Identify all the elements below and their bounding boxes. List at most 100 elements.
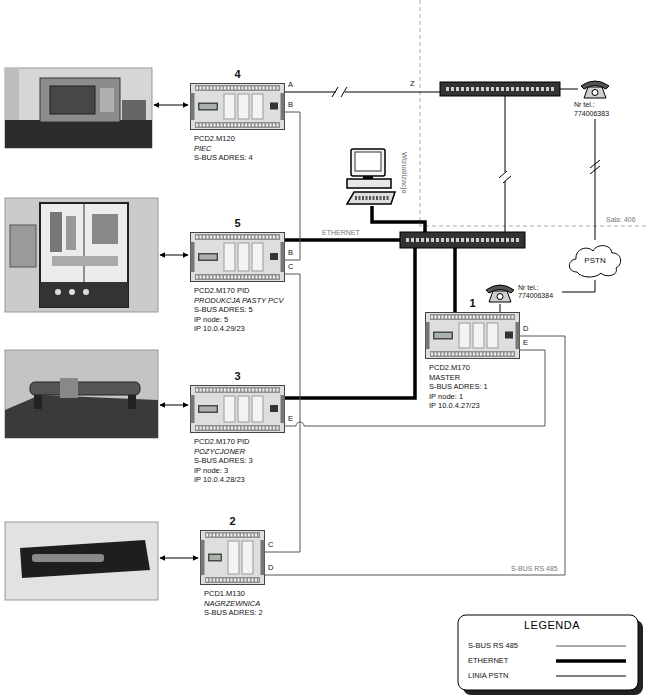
lcd-screen (200, 407, 217, 412)
device-body (191, 233, 285, 282)
cabinet-base (40, 282, 128, 307)
caption-block: PCD2.M170 PIDPRODUKCJA PASTY PCVS-BUS AD… (194, 286, 283, 334)
monitor-case (351, 149, 385, 176)
legend-line-sample (556, 658, 626, 664)
photo-frame (5, 522, 158, 600)
caption-block: PCD2.M120PIECS-BUS ADRES: 4 (194, 134, 253, 163)
legend-line-sample (556, 643, 626, 649)
pstn-line (562, 280, 595, 292)
terminal-strip (205, 532, 260, 538)
io-arrow (160, 558, 198, 559)
room-outline (420, 0, 648, 226)
ethernet-wire (453, 248, 457, 312)
phone-handset (486, 285, 514, 293)
side-rail (261, 540, 265, 575)
switch-ports (446, 87, 554, 91)
legend-text: S-BUS RS 485 (468, 641, 556, 651)
photo-frame (5, 198, 158, 312)
label-wrap: C (268, 541, 273, 549)
terminal-strip (205, 577, 260, 583)
positioner-stand (128, 395, 136, 409)
io-module (224, 94, 235, 119)
terminal-strip (195, 387, 280, 393)
phone-dial (592, 90, 598, 96)
legend-row: LINIA PSTN (468, 668, 626, 683)
cabinet-frame (40, 203, 128, 307)
terminal-strip (195, 274, 280, 280)
device-label: IP 10.0.4.27/23 (429, 401, 488, 411)
terminal-pins (196, 276, 279, 279)
device-label: IP 10.0.4.28/23 (194, 475, 253, 485)
plc-device-picture (190, 385, 285, 433)
caption-block: PCD2.M170MASTERS-BUS ADRES: 1IP node: 1I… (429, 363, 488, 411)
side-rail (191, 242, 195, 272)
ethernet-port (270, 253, 278, 260)
plc-controller: 4PCD2.M120PIECS-BUS ADRES: 4 (190, 83, 285, 130)
phone-wire (560, 89, 578, 90)
io-module (252, 94, 263, 119)
device-label: S-BUS ADRES: 3 (194, 456, 253, 466)
port-letter: D (268, 564, 273, 572)
terminal-pins (196, 87, 279, 90)
oven-body (40, 78, 120, 122)
desktop-case (347, 179, 391, 188)
phone-base (584, 87, 606, 98)
pstn-line (595, 119, 596, 240)
device-label: IP node: 1 (429, 392, 488, 402)
side-rail (191, 395, 195, 423)
ethernet-port (270, 103, 278, 110)
terminal-pins (196, 389, 279, 392)
callout-wrap: 4 (190, 68, 285, 80)
phone-number: Nr tel.: 774006383 (574, 101, 616, 118)
lcd-display (198, 253, 218, 261)
caption-block: PCD2.M170 PIDPOZYCJONERS-BUS ADRES: 3IP … (194, 437, 253, 485)
io-module (252, 396, 263, 422)
io-module (238, 94, 249, 119)
lcd-display (208, 554, 222, 562)
side-rail (191, 93, 195, 120)
io-arrow (154, 105, 188, 106)
io-arrow (160, 255, 188, 256)
photo-table (5, 120, 152, 148)
terminal-pins (431, 353, 514, 356)
phone-icon (484, 281, 516, 303)
label-wrap: ETHERNET (322, 229, 360, 237)
cabinet-tank (66, 216, 76, 250)
io-module (487, 323, 498, 348)
cabinet-light (55, 289, 61, 295)
port-letter: B (288, 101, 293, 109)
ethernet-port (505, 332, 513, 339)
io-module (252, 243, 263, 271)
cabinet-light (83, 289, 89, 295)
callout-number: 5 (190, 217, 285, 229)
legend-line (556, 659, 626, 663)
terminal-strip (430, 314, 515, 320)
device-label: PCD2.M120 (194, 134, 253, 144)
device-label: PCD1.M130 (204, 589, 263, 599)
label-wrap: D (268, 564, 273, 572)
device-body (191, 386, 285, 433)
callout-number: 1 (425, 297, 520, 309)
phone-handset (581, 81, 609, 89)
legend-line-sample (556, 673, 626, 679)
port-letter: Z (410, 80, 415, 88)
photo-frame (5, 68, 152, 148)
rotated-label-wrap: Wizualizacja (400, 152, 409, 194)
oven-box (122, 100, 146, 120)
plc-controller: 3PCD2.M170 PIDPOZYCJONERS-BUS ADRES: 3IP… (190, 385, 285, 433)
legend-row: S-BUS RS 485 (468, 638, 626, 653)
terminal-pins (206, 579, 259, 582)
device-body (426, 313, 520, 359)
rs485-bus-line (285, 350, 545, 426)
monitor-screen (355, 152, 381, 171)
bus-label: S-BUS RS 485 (511, 565, 558, 573)
io-arrow (160, 405, 188, 406)
device-label: PCD2.M170 (429, 363, 488, 373)
vertical-label: Wizualizacja (400, 152, 409, 194)
computer-icon (345, 148, 397, 206)
device-label: NAGRZEWNICA (204, 599, 263, 609)
cabinet-bar (84, 203, 85, 282)
